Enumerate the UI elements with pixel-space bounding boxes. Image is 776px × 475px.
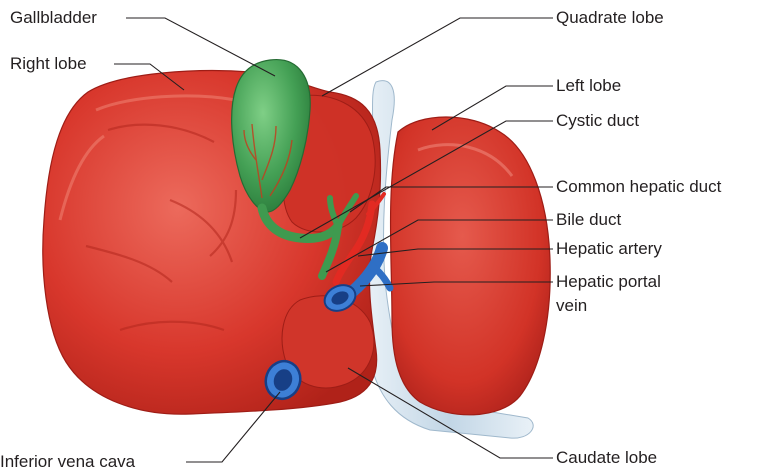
label-inferior-vena-cava: Inferior vena cava (0, 452, 135, 472)
label-caudate-lobe: Caudate lobe (556, 448, 657, 468)
label-gallbladder: Gallbladder (10, 8, 97, 28)
leader-quadrate-lobe (322, 18, 553, 96)
label-right-lobe: Right lobe (10, 54, 87, 74)
label-hepatic-portal-vein-line1: Hepatic portal (556, 272, 661, 292)
label-left-lobe: Left lobe (556, 76, 621, 96)
label-bile-duct: Bile duct (556, 210, 621, 230)
label-common-hepatic-duct: Common hepatic duct (556, 177, 721, 197)
label-hepatic-portal-vein-line2: vein (556, 296, 587, 316)
label-hepatic-artery: Hepatic artery (556, 239, 662, 259)
left-lobe-shape (391, 117, 551, 415)
label-quadrate-lobe: Quadrate lobe (556, 8, 664, 28)
label-cystic-duct: Cystic duct (556, 111, 639, 131)
